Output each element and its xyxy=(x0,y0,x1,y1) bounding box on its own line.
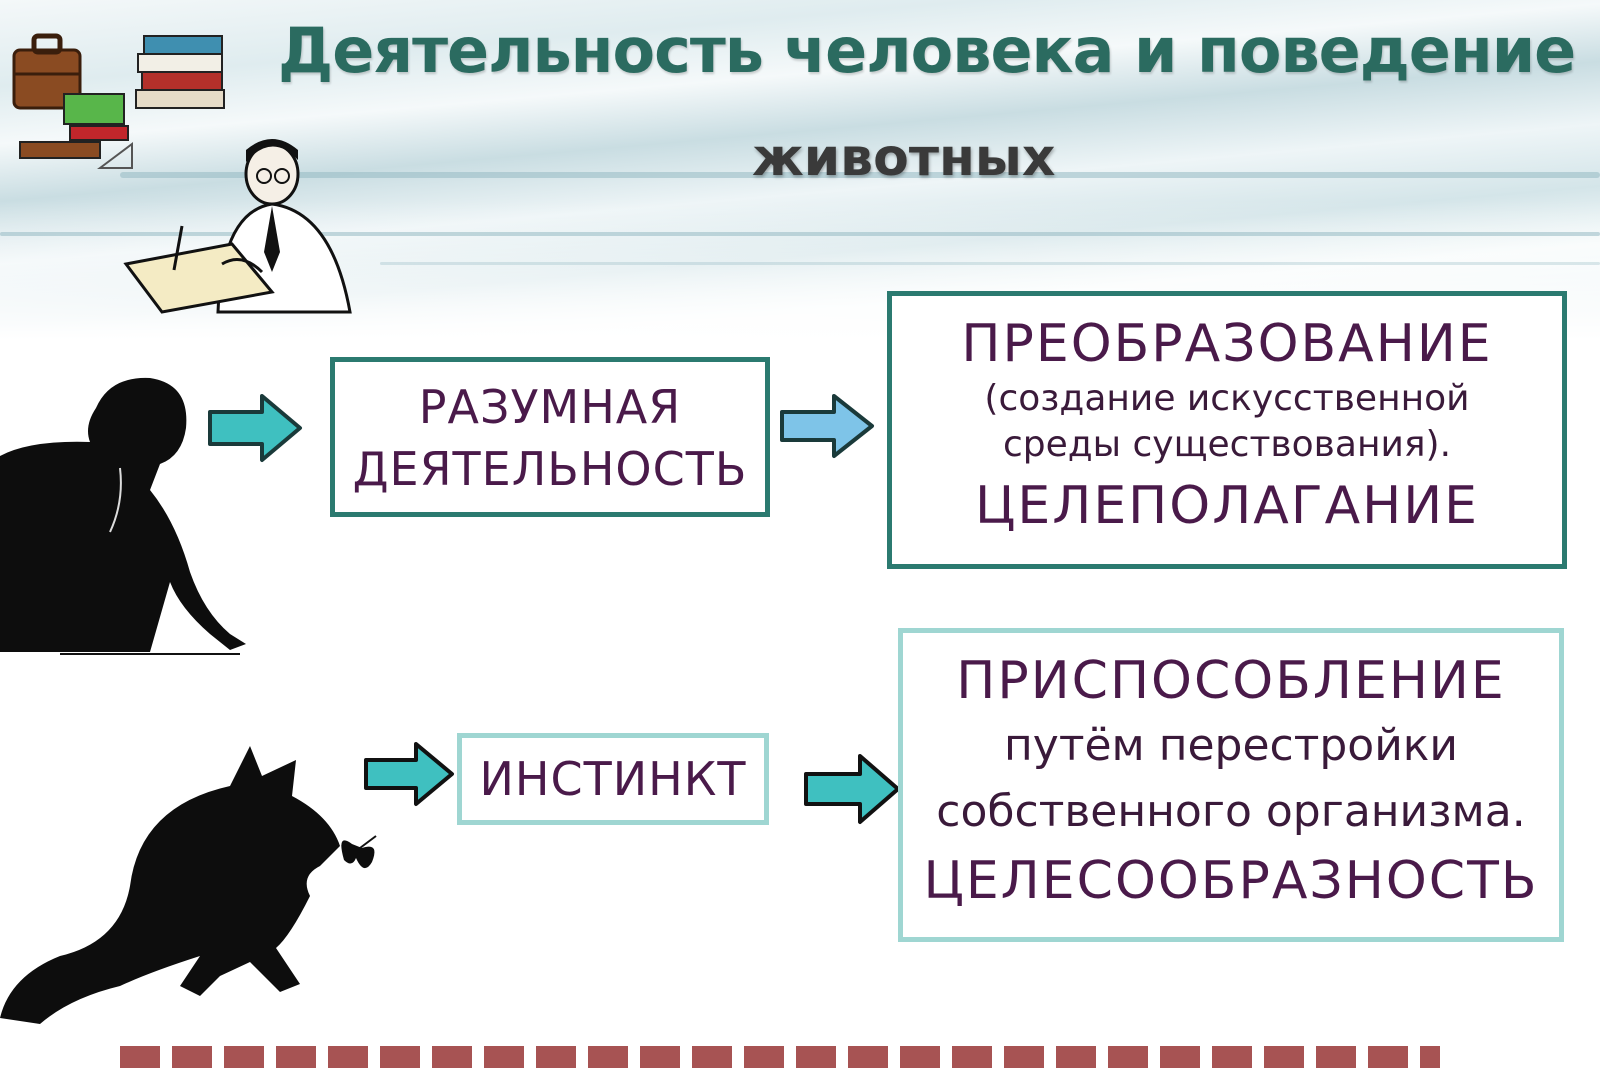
rational-activity-box: РАЗУМНАЯ ДЕЯТЕЛЬНОСТЬ xyxy=(330,357,770,517)
page-title: Деятельность человека и поведение xyxy=(278,14,1576,87)
cut-off-footer-text xyxy=(120,1046,1440,1068)
rational-activity-line2: ДЕЯТЕЛЬНОСТЬ xyxy=(352,442,748,496)
banner-streak xyxy=(0,232,1600,236)
transformation-box: ПРЕОБРАЗОВАНИЕ (создание искусственной с… xyxy=(887,291,1567,569)
arrow-right-icon xyxy=(208,394,302,462)
cat-silhouette xyxy=(0,746,377,1024)
expediency-label: ЦЕЛЕСООБРАЗНОСТЬ xyxy=(923,851,1539,911)
butterfly-icon xyxy=(341,835,377,869)
transformation-detail-line1: (создание искусственной xyxy=(984,378,1470,419)
banner-streak xyxy=(380,262,1600,265)
adaptation-detail-line2: собственного организма. xyxy=(936,786,1526,837)
books-icon xyxy=(63,35,225,141)
scientist-illustration xyxy=(123,139,352,314)
arrow-right-icon xyxy=(364,742,454,806)
adaptation-detail-line1: путём перестройки xyxy=(1004,720,1458,771)
transformation-heading: ПРЕОБРАЗОВАНИЕ xyxy=(961,314,1493,374)
school-supplies-illustration xyxy=(12,33,225,169)
adaptation-heading: ПРИСПОСОБЛЕНИЕ xyxy=(956,651,1506,711)
page-subtitle: животных xyxy=(752,128,1056,188)
instinct-box: ИНСТИНКТ xyxy=(457,733,769,825)
goal-setting-label: ЦЕЛЕПОЛАГАНИЕ xyxy=(974,476,1480,536)
arrow-right-icon xyxy=(804,754,900,824)
person-silhouette xyxy=(0,377,246,655)
adaptation-box: ПРИСПОСОБЛЕНИЕ путём перестройки собстве… xyxy=(898,628,1564,942)
instinct-label: ИНСТИНКТ xyxy=(479,752,747,806)
pencil-case-icon xyxy=(19,141,133,169)
rational-activity-line1: РАЗУМНАЯ xyxy=(418,380,682,434)
banner-streak xyxy=(120,172,1600,178)
arrow-right-icon xyxy=(780,394,874,458)
transformation-detail-line2: среды существования). xyxy=(1002,424,1452,465)
